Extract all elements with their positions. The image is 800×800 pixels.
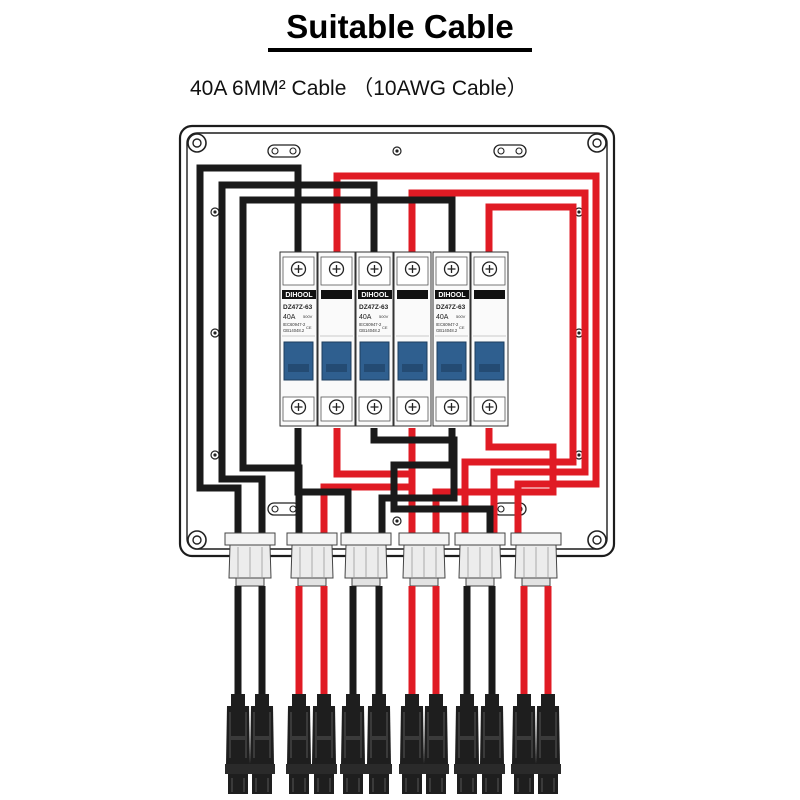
external-cables bbox=[234, 586, 552, 705]
standard-label: GB14048.2 bbox=[436, 328, 458, 333]
voltage-label: 500V bbox=[303, 314, 313, 319]
brand-label: DIHOOL bbox=[361, 292, 389, 299]
mc4-connector-icon bbox=[534, 693, 562, 795]
mc4-connector-icon bbox=[224, 693, 252, 795]
internal-wiring bbox=[196, 164, 600, 536]
mc4-connector-icon bbox=[365, 693, 393, 795]
standard-label: GB14048.2 bbox=[283, 328, 305, 333]
rail-slot-icon bbox=[493, 144, 527, 158]
screw-terminal-icon bbox=[366, 399, 383, 415]
cable-gland-icon bbox=[224, 532, 276, 587]
screw-terminal-icon bbox=[404, 399, 421, 415]
mc4-connector-icon bbox=[285, 693, 313, 795]
toggle-lever bbox=[402, 364, 423, 372]
standard-label: IEC60947-2 bbox=[283, 322, 306, 327]
rating-label: 40A bbox=[359, 314, 372, 321]
standard-label: IEC60947-2 bbox=[359, 322, 382, 327]
brand-badge bbox=[435, 290, 469, 299]
screw-terminal-icon bbox=[404, 261, 421, 277]
mc4-connector-icon bbox=[478, 693, 506, 795]
breaker-pole bbox=[317, 251, 356, 427]
screw-terminal-icon bbox=[328, 399, 345, 415]
rating-label: 40A bbox=[283, 314, 296, 321]
cable-spec-subtitle: 40A 6MM² Cable （10AWG Cable） bbox=[190, 77, 528, 100]
mc4-connector-icon bbox=[339, 693, 367, 795]
mount-hole-icon bbox=[587, 530, 607, 550]
ce-mark: CE bbox=[459, 325, 465, 330]
cable-gland-icon bbox=[340, 532, 392, 587]
voltage-label: 500V bbox=[456, 314, 466, 319]
breaker-pole bbox=[355, 251, 394, 427]
breaker-pole bbox=[432, 251, 471, 427]
rail-slot-icon bbox=[267, 144, 301, 158]
standard-label: GB14048.2 bbox=[359, 328, 381, 333]
screw-terminal-icon bbox=[366, 261, 383, 277]
side-hole-icon bbox=[210, 450, 220, 460]
side-hole-icon bbox=[210, 328, 220, 338]
pole-strip bbox=[397, 290, 428, 299]
screw-terminal-icon bbox=[481, 399, 498, 415]
mc4-connector-icon bbox=[453, 693, 481, 795]
mc4-connectors bbox=[224, 693, 562, 795]
breaker-pole bbox=[279, 251, 318, 427]
ce-mark: CE bbox=[306, 325, 312, 330]
mc4-connector-icon bbox=[510, 693, 538, 795]
mount-hole-icon bbox=[187, 133, 207, 153]
brand-badge bbox=[282, 290, 316, 299]
standard-label: IEC60947-2 bbox=[436, 322, 459, 327]
breaker-toggle bbox=[321, 341, 352, 381]
breaker-toggle bbox=[283, 341, 314, 381]
cable-gland-icon bbox=[510, 532, 562, 587]
cable-gland-icon bbox=[454, 532, 506, 587]
screw-terminal-icon bbox=[290, 261, 307, 277]
brand-badge bbox=[358, 290, 392, 299]
model-label: DZ47Z-63 bbox=[359, 304, 389, 311]
mc4-connector-icon bbox=[398, 693, 426, 795]
title-underline bbox=[268, 48, 532, 52]
ce-mark: CE bbox=[382, 325, 388, 330]
toggle-lever bbox=[326, 364, 347, 372]
breaker-toggle bbox=[359, 341, 390, 381]
breaker-module: DIHOOL DZ47Z-63 40A 500V IEC60947-2GB14048.2… bbox=[279, 251, 356, 427]
toggle-lever bbox=[479, 364, 500, 372]
model-label: DZ47Z-63 bbox=[283, 304, 313, 311]
toggle-lever bbox=[364, 364, 385, 372]
center-hole-icon bbox=[392, 146, 402, 156]
mount-hole-icon bbox=[187, 530, 207, 550]
mc4-connector-icon bbox=[310, 693, 338, 795]
breaker-module: DIHOOL DZ47Z-63 40A 500V IEC60947-2GB14048.2… bbox=[432, 251, 509, 427]
voltage-label: 500V bbox=[379, 314, 389, 319]
screw-terminal-icon bbox=[443, 261, 460, 277]
cable-gland-icon bbox=[286, 532, 338, 587]
mc4-connector-icon bbox=[248, 693, 276, 795]
breaker-toggle bbox=[436, 341, 467, 381]
screw-terminal-icon bbox=[290, 399, 307, 415]
rail-slot-icon bbox=[267, 502, 301, 516]
pole-strip bbox=[321, 290, 352, 299]
screw-terminal-icon bbox=[443, 399, 460, 415]
breaker-pole bbox=[393, 251, 432, 427]
mount-hole-icon bbox=[587, 133, 607, 153]
mc4-connector-icon bbox=[422, 693, 450, 795]
center-hole-icon bbox=[392, 516, 402, 526]
screw-terminal-icon bbox=[481, 261, 498, 277]
model-label: DZ47Z-63 bbox=[436, 304, 466, 311]
breaker-module: DIHOOL DZ47Z-63 40A 500V IEC60947-2GB14048.2… bbox=[355, 251, 432, 427]
side-hole-icon bbox=[210, 207, 220, 217]
toggle-lever bbox=[288, 364, 309, 372]
page-title: Suitable Cable bbox=[286, 8, 514, 45]
rating-label: 40A bbox=[436, 314, 449, 321]
brand-label: DIHOOL bbox=[285, 292, 313, 299]
cable-gland-icon bbox=[398, 532, 450, 587]
pole-strip bbox=[474, 290, 505, 299]
breaker-toggle bbox=[397, 341, 428, 381]
screw-terminal-icon bbox=[328, 261, 345, 277]
brand-label: DIHOOL bbox=[438, 292, 466, 299]
breaker-pole bbox=[470, 251, 509, 427]
toggle-lever bbox=[441, 364, 462, 372]
breaker-toggle bbox=[474, 341, 505, 381]
